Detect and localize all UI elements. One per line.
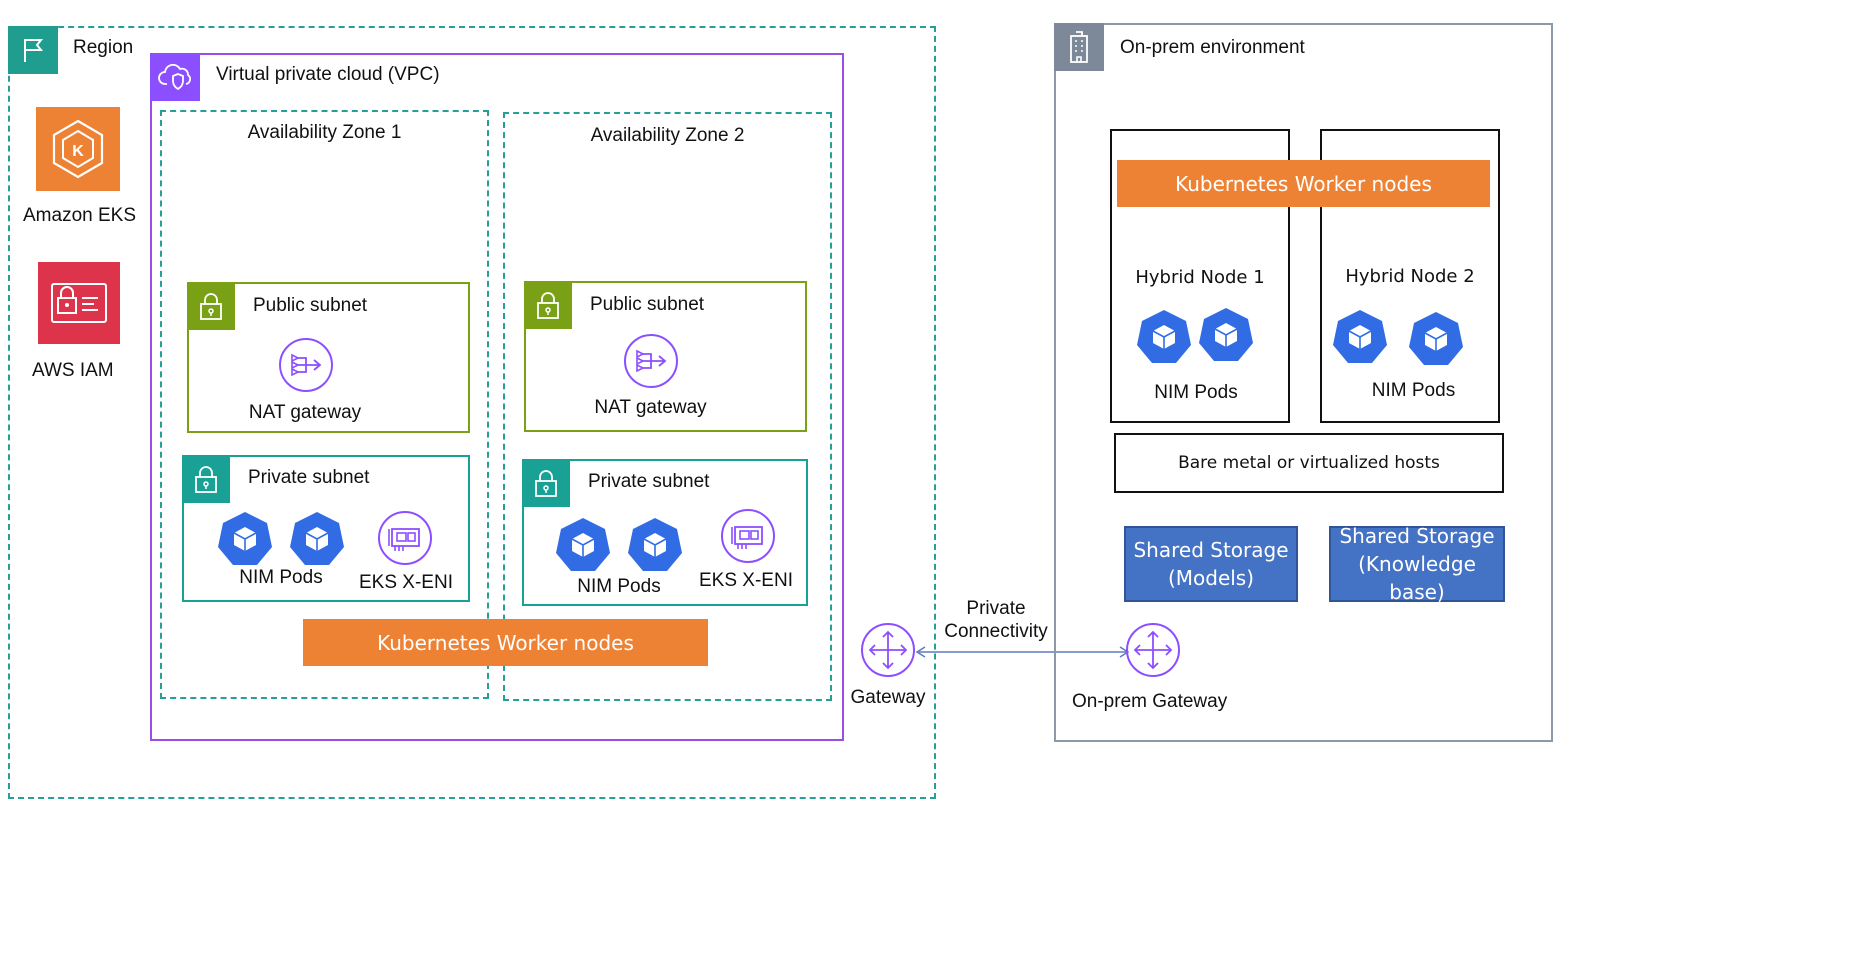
onprem-gateway-icon xyxy=(1125,622,1181,678)
node1-pod-icon-2 xyxy=(1197,306,1255,364)
onprem-building-icon xyxy=(1054,23,1104,71)
az1-private-lock-icon xyxy=(182,455,230,503)
node2-pod-icon-2 xyxy=(1407,310,1465,368)
node1-nim-pods-label: NIM Pods xyxy=(1154,382,1238,403)
az1-nat-gateway-icon xyxy=(278,337,334,393)
onprem-worker-nodes-bar: Kubernetes Worker nodes xyxy=(1117,160,1490,207)
az1-label: Availability Zone 1 xyxy=(247,122,402,143)
iam-label: AWS IAM xyxy=(32,360,114,381)
az2-nat-gateway-label: NAT gateway xyxy=(594,397,707,418)
private-connectivity-label-line1: Private xyxy=(966,598,1026,619)
shared-storage-kb-line2: (Knowledge base) xyxy=(1358,552,1476,604)
shared-storage-models-line1: Shared Storage xyxy=(1133,538,1289,562)
node2-pod-icon-1 xyxy=(1331,308,1389,366)
az2-pod-icon-1 xyxy=(554,516,612,574)
az1-pod-icon-2 xyxy=(288,510,346,568)
az1-eks-eni-label: EKS X-ENI xyxy=(359,572,453,593)
az2-eks-eni-label: EKS X-ENI xyxy=(699,570,793,591)
shared-storage-knowledge-base: Shared Storage (Knowledge base) xyxy=(1329,524,1505,604)
cloud-worker-nodes-bar: Kubernetes Worker nodes xyxy=(303,619,708,666)
az2-eni-icon xyxy=(720,508,776,564)
svg-text:K: K xyxy=(72,143,84,160)
region-container xyxy=(8,26,936,799)
az2-nat-gateway-icon xyxy=(623,333,679,389)
onprem-gateway-label: On-prem Gateway xyxy=(1072,691,1228,712)
hybrid-node-1-box xyxy=(1110,129,1290,423)
bare-metal-hosts-label: Bare metal or virtualized hosts xyxy=(1178,453,1440,473)
hybrid-node-1-label: Hybrid Node 1 xyxy=(1135,267,1265,288)
onprem-label: On-prem environment xyxy=(1120,37,1305,58)
az2-private-subnet xyxy=(522,459,808,606)
az1-nat-gateway-label: NAT gateway xyxy=(248,402,362,423)
hybrid-node-2-box xyxy=(1320,129,1500,423)
private-connectivity-label-line2: Connectivity xyxy=(944,621,1048,642)
node2-nim-pods-label: NIM Pods xyxy=(1371,380,1456,401)
az2-public-lock-icon xyxy=(524,281,572,329)
gateway-icon xyxy=(860,622,916,678)
az1-eni-icon xyxy=(377,510,433,566)
shared-storage-models-line2: (Models) xyxy=(1167,566,1255,590)
vpc-container xyxy=(150,53,844,741)
node1-pod-icon-1 xyxy=(1135,308,1193,366)
region-flag-icon xyxy=(8,26,58,74)
onprem-environment xyxy=(1054,23,1553,742)
eks-icon: K xyxy=(36,107,120,191)
shared-storage-kb-line1: Shared Storage xyxy=(1339,524,1495,548)
az1-pod-icon-1 xyxy=(216,510,274,568)
region-label: Region xyxy=(73,37,134,58)
az2-private-subnet-label: Private subnet xyxy=(588,471,710,492)
az1-nim-pods-label: NIM Pods xyxy=(239,567,323,588)
az2-private-lock-icon xyxy=(522,459,570,507)
shared-storage-models: Shared Storage (Models) xyxy=(1124,526,1298,602)
az1-public-subnet-label: Public subnet xyxy=(253,295,368,316)
gateway-label: Gateway xyxy=(850,687,926,708)
az1-public-subnet xyxy=(187,282,470,433)
vpc-cloud-icon xyxy=(150,53,200,101)
az2-nim-pods-label: NIM Pods xyxy=(577,576,661,597)
hybrid-node-2-label: Hybrid Node 2 xyxy=(1345,266,1475,287)
az2-pod-icon-2 xyxy=(626,516,684,574)
az2-label: Availability Zone 2 xyxy=(590,125,745,146)
availability-zone-2 xyxy=(503,112,832,701)
availability-zone-1 xyxy=(160,110,489,699)
az1-private-subnet-label: Private subnet xyxy=(248,467,370,488)
vpc-label: Virtual private cloud (VPC) xyxy=(216,64,440,85)
eks-label: Amazon EKS xyxy=(23,205,136,226)
az2-public-subnet-label: Public subnet xyxy=(590,294,705,315)
cloud-worker-nodes-label: Kubernetes Worker nodes xyxy=(377,630,634,655)
az1-private-subnet xyxy=(182,455,470,602)
bare-metal-hosts-box: Bare metal or virtualized hosts xyxy=(1114,433,1504,493)
iam-icon xyxy=(38,262,120,344)
az2-public-subnet xyxy=(524,281,807,432)
az1-public-lock-icon xyxy=(187,282,235,330)
onprem-worker-nodes-label: Kubernetes Worker nodes xyxy=(1175,171,1432,196)
